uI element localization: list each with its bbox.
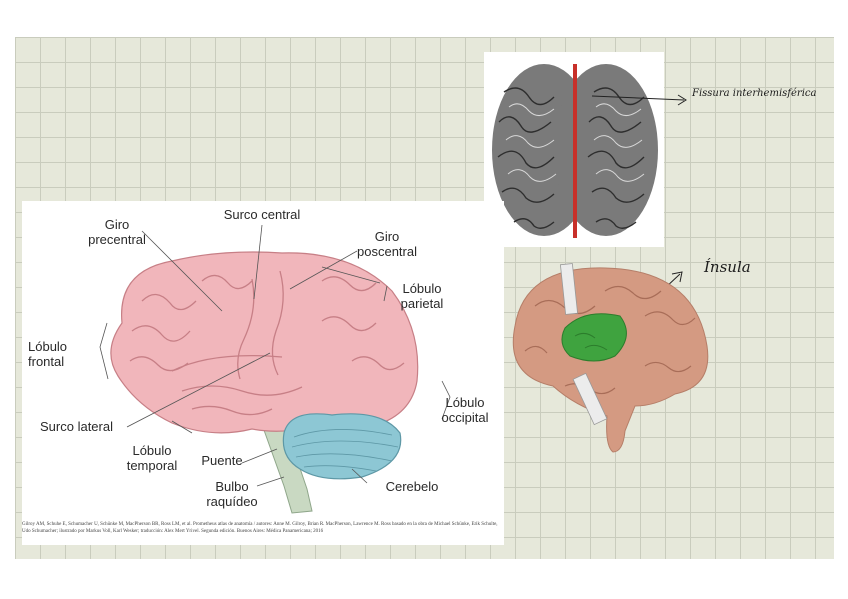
label-lobulo-frontal: Lóbulo frontal [28, 339, 68, 369]
label-puente: Puente [201, 453, 243, 468]
label-surco-central: Surco central [223, 207, 301, 222]
label-lobulo-parietal: Lóbulo parietal [400, 281, 444, 311]
brain-top-view-figure [484, 52, 664, 247]
cerebellum [282, 413, 402, 480]
label-cerebelo: Cerebelo [385, 479, 439, 494]
label-bulbo-raquideo: Bulbo raquídeo [206, 479, 258, 509]
label-lobulo-occipital: Lóbulo occipital [441, 395, 489, 425]
label-surco-lateral: Surco lateral [40, 419, 113, 434]
lateral-brain-figure: Giro precentral Surco central Giro posce… [22, 201, 504, 545]
cerebrum [110, 251, 419, 434]
brain-insula-figure [495, 256, 720, 456]
label-giro-poscentral: Giro poscentral [357, 229, 417, 259]
label-lobulo-temporal: Lóbulo temporal [126, 443, 178, 473]
insula-annotation: Ínsula [704, 258, 751, 276]
fisura-annotation: Fissura interhemisférica [692, 88, 817, 99]
label-giro-precentral: Giro precentral [88, 217, 146, 247]
figure-caption: Gilroy AM, Schuhe E, Schumacher U, Schün… [22, 522, 498, 534]
